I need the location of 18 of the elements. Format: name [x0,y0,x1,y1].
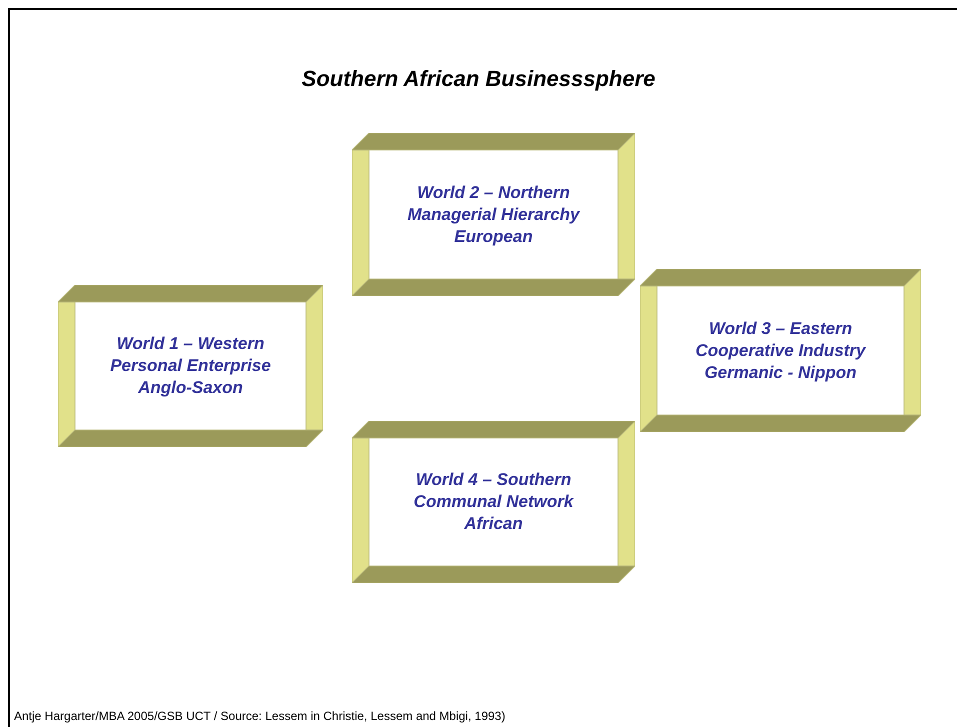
box-text: World 1 – Western [116,333,264,355]
title: Southern African Businesssphere [300,66,656,92]
box-text: World 2 – Northern [417,182,570,204]
box-text: World 3 – Eastern [708,318,852,340]
box-text: Personal Enterprise [110,355,271,377]
box-text: European [454,226,533,248]
frame-box [58,285,323,447]
box-text: Communal Network [414,491,574,513]
box-text: Managerial Hierarchy [408,204,580,226]
box-text: Anglo-Saxon [138,377,243,399]
box-text: Cooperative Industry [695,340,866,362]
box-text: African [464,513,523,535]
frame-box [352,421,635,583]
box-text: World 4 – Southern [416,469,572,491]
frame-box [640,269,921,432]
box-text: Germanic - Nippon [704,362,857,384]
frame-box [352,133,635,296]
caption-text: Antje Hargarter/MBA 2005/GSB UCT / Source: Lessem in Christie, Lessem and Mbigi, 1993) [14,709,506,723]
